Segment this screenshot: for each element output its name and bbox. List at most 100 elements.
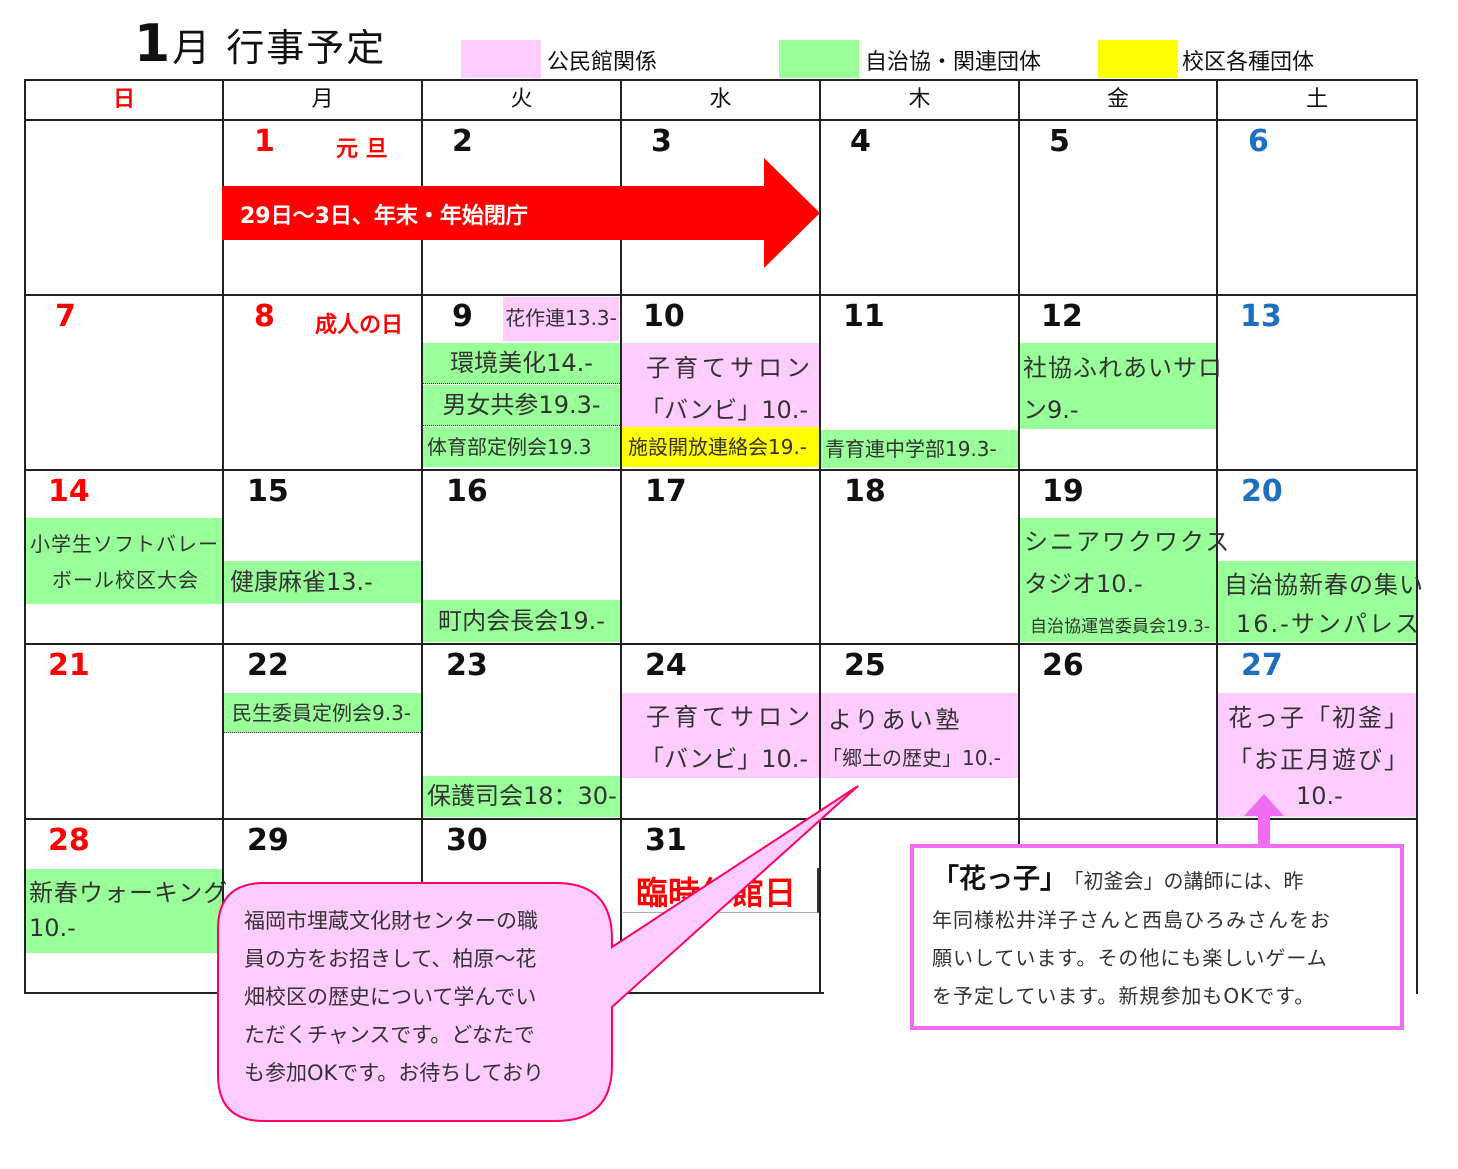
grid-line xyxy=(24,469,1418,471)
day-number: 6 xyxy=(1248,124,1269,159)
weekday-tue: 火 xyxy=(510,87,533,112)
legend-label-kominkan: 公民館関係 xyxy=(547,50,658,75)
day-number: 31 xyxy=(645,823,687,858)
day-number: 23 xyxy=(446,648,488,683)
callout-line: も参加OKです。お待ちしており xyxy=(244,1061,544,1085)
event-line: シニアワクワクス xyxy=(1024,528,1232,556)
grid-line xyxy=(1416,79,1418,994)
event-seiikuren: 青育連中学部19.3- xyxy=(821,430,1018,468)
callout-line: を予定しています。新規参加もOKです。 xyxy=(932,984,1316,1008)
event-shisetsu-kaiho: 施設開放連絡会19.- xyxy=(622,427,819,467)
grid-line xyxy=(24,119,1418,121)
event-line: 自治協運営委員会19.3- xyxy=(1030,617,1210,637)
event-danjo-kyosan: 男女共参19.3- xyxy=(423,385,620,426)
day-number: 2 xyxy=(452,124,473,159)
legend-label-jichikyo: 自治協・関連団体 xyxy=(865,50,1042,75)
event-line: 自治協新春の集い xyxy=(1224,571,1424,599)
grid-line xyxy=(24,79,26,994)
grid-line xyxy=(1018,79,1020,994)
day-number: 4 xyxy=(850,124,871,159)
holiday-label: 元 旦 xyxy=(336,137,388,162)
event-hogoshi: 保護司会18：30- xyxy=(423,776,620,817)
event-line: 小学生ソフトバレー xyxy=(30,532,219,556)
day-number: 29 xyxy=(247,823,289,858)
arrow-body xyxy=(222,186,767,240)
month-number: 1 xyxy=(134,14,173,74)
day-number: 18 xyxy=(844,474,886,509)
day-number: 27 xyxy=(1241,648,1283,683)
day-number: 25 xyxy=(844,648,886,683)
title-text: 行事予定 xyxy=(212,26,387,70)
callout-hanako-text: 「花っ子」 「初釜会」の講師には、昨 年同様松井洋子さんと西島ひろみさんをお 願… xyxy=(932,860,1331,1015)
event-line: 10.- xyxy=(29,914,76,942)
event-shinshun-tsudoi xyxy=(1218,561,1416,642)
weekday-sun: 日 xyxy=(112,87,135,112)
grid-line xyxy=(1216,79,1218,994)
event-line: タジオ10.- xyxy=(1024,570,1143,598)
day-number: 9 xyxy=(452,299,473,334)
event-chonaikai: 町内会長会19.- xyxy=(423,600,620,642)
grid-line xyxy=(222,79,224,994)
day-number: 20 xyxy=(1241,474,1283,509)
event-line: 「バンビ」10.- xyxy=(640,745,809,773)
legend-swatch-green xyxy=(779,40,859,78)
event-line: 10.- xyxy=(1296,782,1343,810)
callout-line: 願いしています。その他にも楽しいゲーム xyxy=(932,946,1328,970)
grid-line xyxy=(24,643,1418,645)
event-line: 「バンビ」10.- xyxy=(640,396,809,424)
event-yoriai-juku xyxy=(821,693,1018,778)
day-number: 22 xyxy=(247,648,289,683)
callout-line: 年同様松井洋子さんと西島ひろみさんをお xyxy=(932,908,1331,932)
grid-line xyxy=(24,818,1418,820)
day-number: 13 xyxy=(1240,299,1282,334)
legend-swatch-yellow xyxy=(1098,40,1178,78)
event-minsei-iin: 民生委員定例会9.3- xyxy=(224,693,421,733)
event-kenko-majan: 健康麻雀13.- xyxy=(224,561,421,603)
day-number: 17 xyxy=(645,474,687,509)
day-number: 7 xyxy=(55,299,76,334)
event-shinshun-walking xyxy=(26,869,222,953)
day-number: 30 xyxy=(446,823,488,858)
grid-line xyxy=(620,79,622,994)
callout-line: 畑校区の歴史について学んでい xyxy=(244,985,537,1009)
weekday-thu: 木 xyxy=(908,87,931,112)
event-line: 社協ふれあいサロ xyxy=(1023,354,1223,382)
day-number: 19 xyxy=(1042,474,1084,509)
day-number: 3 xyxy=(651,124,672,159)
callout-line: 福岡市埋蔵文化財センターの職 xyxy=(244,909,538,933)
weekday-fri: 金 xyxy=(1106,87,1129,112)
callout-line: 員の方をお招きして、柏原～花 xyxy=(244,947,537,971)
event-line: よりあい塾 xyxy=(828,706,963,734)
day-number: 14 xyxy=(48,474,90,509)
holiday-label: 成人の日 xyxy=(315,313,404,338)
grid-line xyxy=(819,79,821,994)
legend-label-kouku: 校区各種団体 xyxy=(1182,50,1315,75)
event-line: 子育てサロン xyxy=(646,703,814,731)
event-fureai-salon xyxy=(1020,343,1216,429)
day-number: 1 xyxy=(254,124,275,159)
day-number: 16 xyxy=(446,474,488,509)
closure-arrow-text: 29日～3日、年末・年始閉庁 xyxy=(240,204,528,229)
month-suffix: 月 xyxy=(172,26,213,70)
grid-line xyxy=(421,79,423,994)
event-line: 「お正月遊び」 xyxy=(1228,746,1410,774)
event-line: 16.-サンパレス xyxy=(1236,610,1421,638)
day-number: 8 xyxy=(254,299,275,334)
event-taiikubu: 体育部定例会19.3 xyxy=(423,427,620,467)
event-senior-studio xyxy=(1020,518,1216,642)
event-line: 「郷土の歴史」10.- xyxy=(822,746,1002,770)
hanako-pointer-arrow xyxy=(1244,794,1284,848)
legend-swatch-pink xyxy=(461,40,541,78)
callout-hanako-heading: 「花っ子」 xyxy=(932,864,1054,895)
grid-line xyxy=(24,79,1418,81)
grid-line xyxy=(24,294,1418,296)
event-softvolley xyxy=(26,518,222,604)
day-number: 28 xyxy=(48,823,90,858)
page-title: 1月 行事予定 xyxy=(134,14,386,74)
day-number: 10 xyxy=(643,299,685,334)
event-line: ン9.- xyxy=(1023,396,1079,424)
weekday-mon: 月 xyxy=(311,87,334,112)
day-number: 11 xyxy=(843,299,885,334)
event-line: 新春ウォーキング xyxy=(29,879,229,907)
day-number: 24 xyxy=(645,648,687,683)
